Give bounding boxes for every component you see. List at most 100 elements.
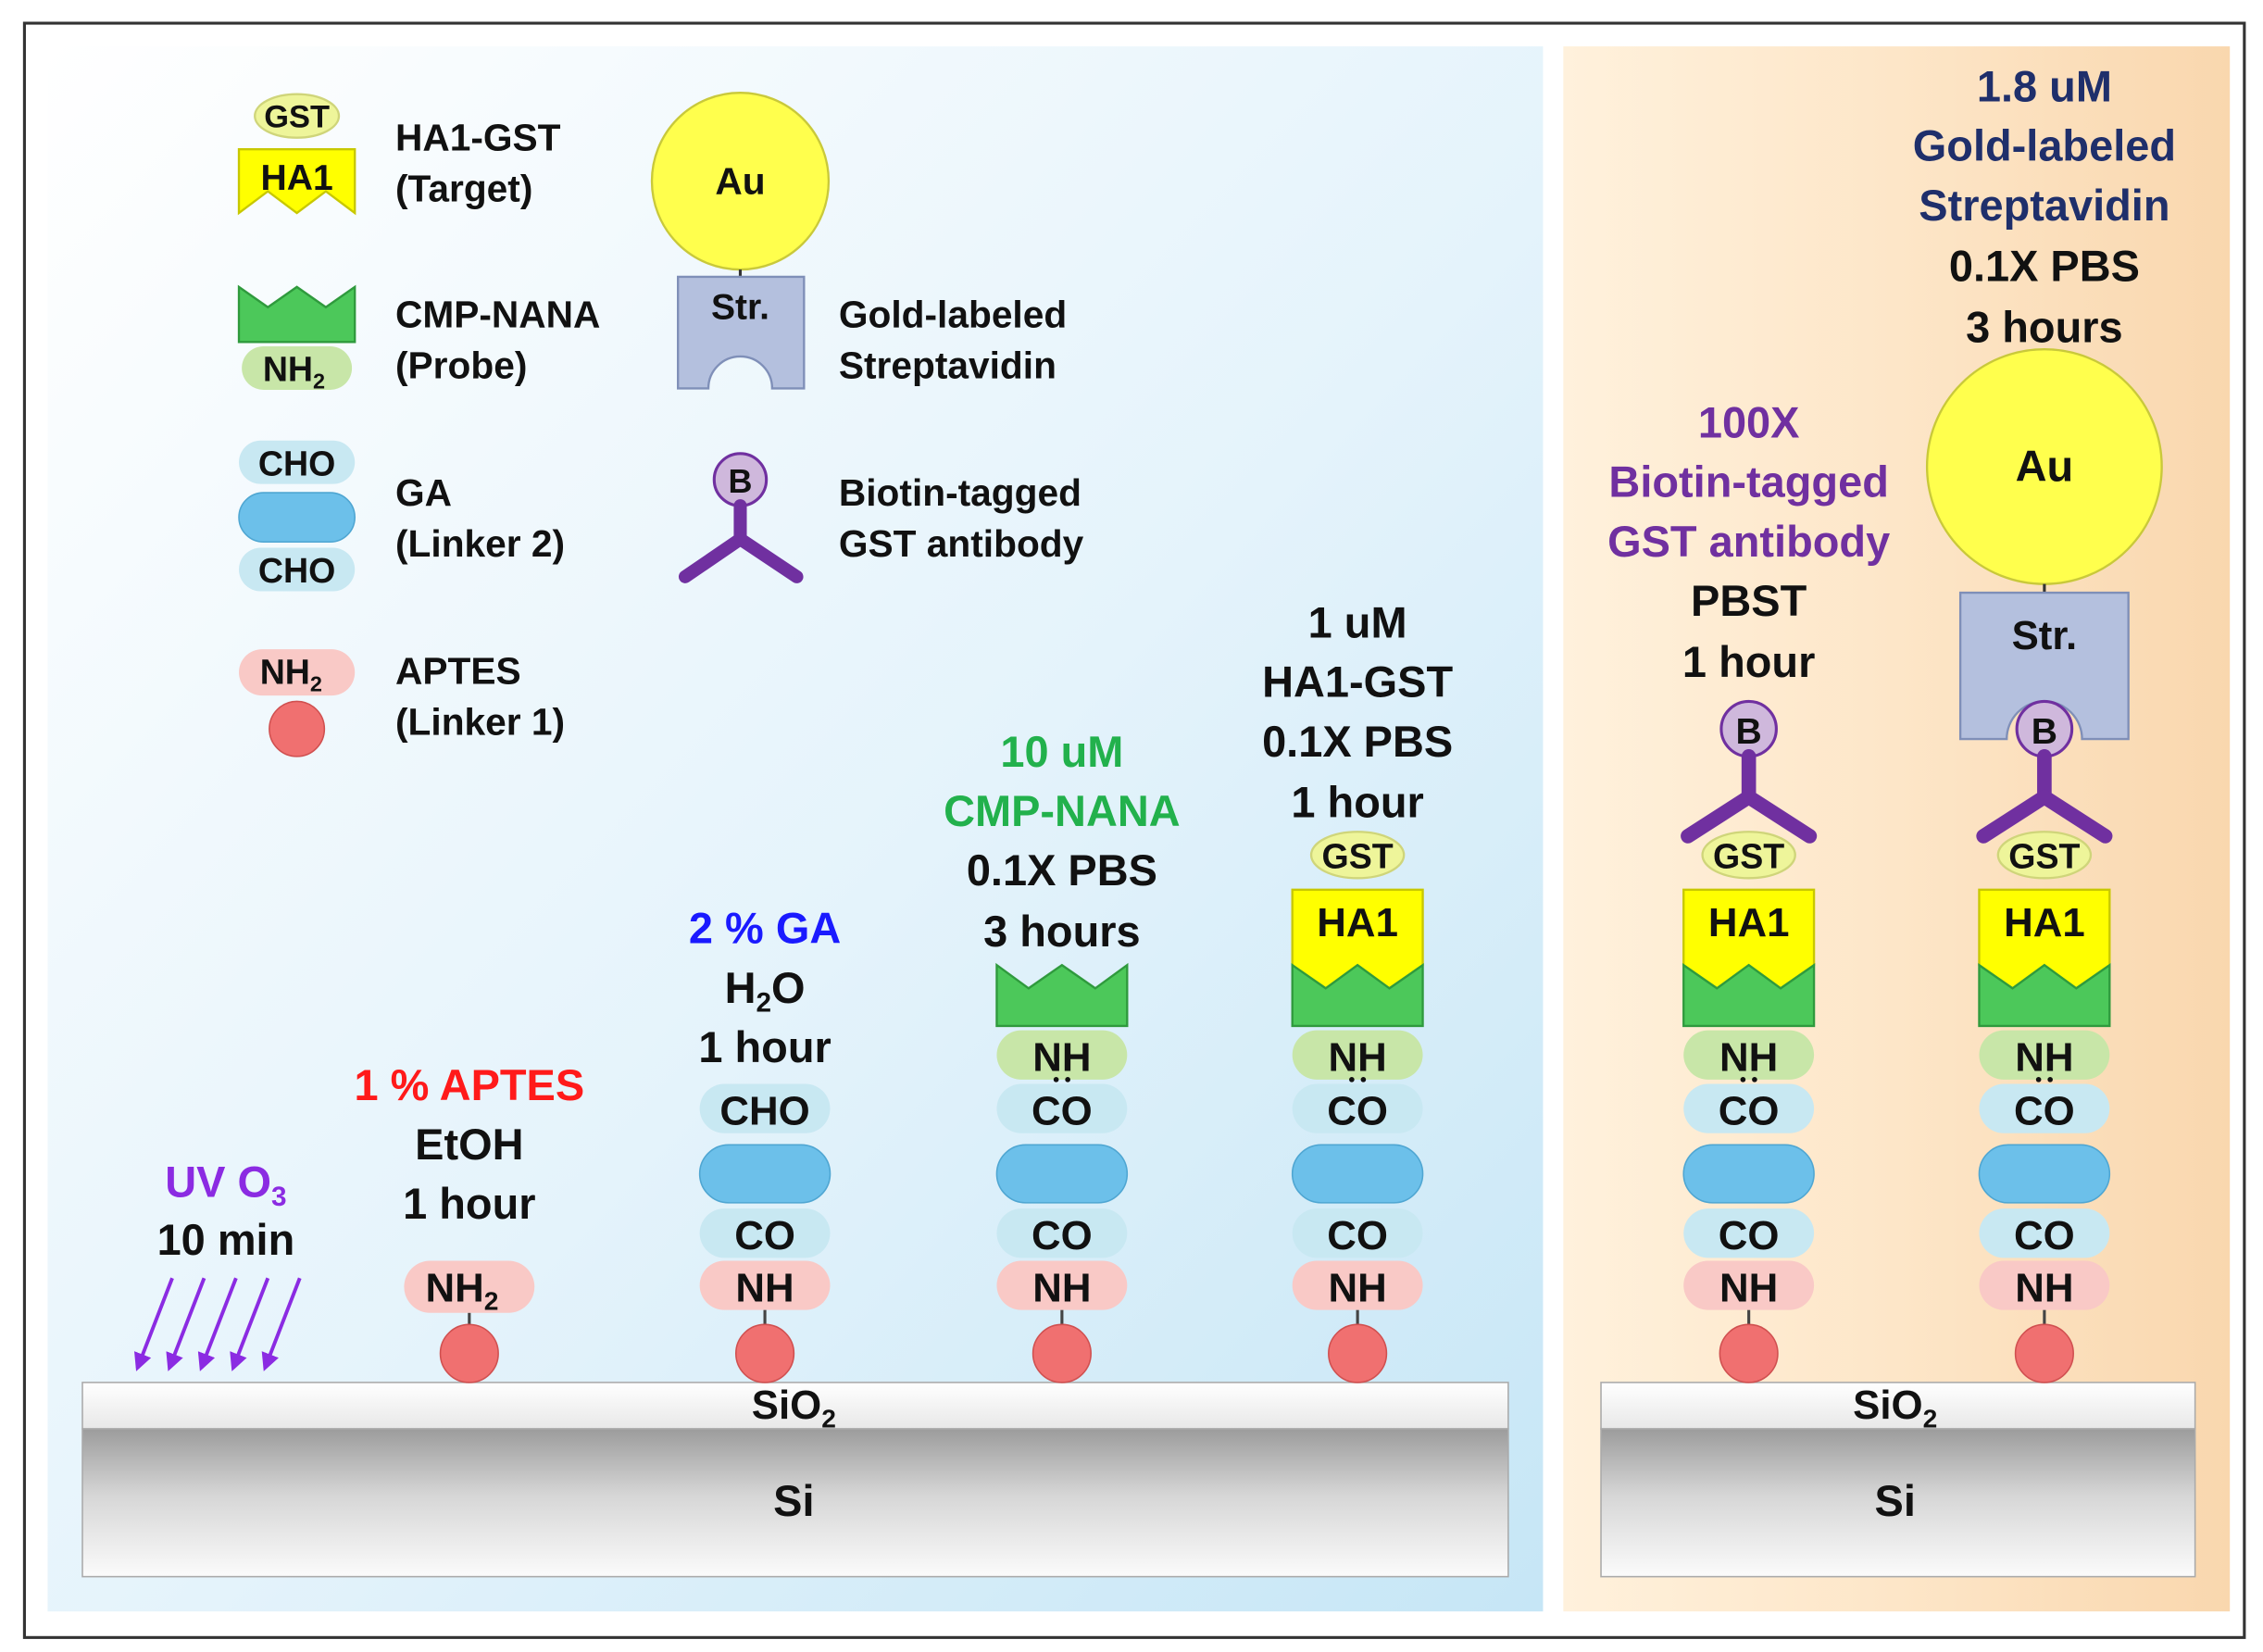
step-gold-buffer: 0.1X PBS — [1949, 243, 2140, 291]
step-ga-solvent: H2O — [725, 964, 806, 1018]
legend-aptes-role: (Linker 1) — [395, 700, 565, 743]
si-label-left: Si — [773, 1477, 814, 1525]
step-antibody-reagent: Biotin-tagged — [1608, 458, 1888, 507]
ha1-ha1-label: HA1 — [1317, 900, 1398, 945]
legend-cmp-role: (Probe) — [395, 344, 527, 386]
legend-gold-icon: Au Str. — [650, 91, 831, 390]
sio2-layer-right — [1600, 1382, 2196, 1430]
legend-hagst-role: (Target) — [395, 168, 532, 210]
step-antibody-labels: 100X Biotin-tagged GST antibody PBST 1 h… — [1607, 399, 1890, 686]
stack-ha1: GST HA1 NH CO CO NH — [1291, 831, 1424, 1383]
legend-ga-icon: CHO CHO — [238, 440, 356, 592]
gold-co-top-label: CO — [2014, 1088, 2075, 1133]
legend-ha1-label: HA1 — [260, 158, 332, 198]
stack-gold: Au Str. B GST HA1 NH CO CO NH — [1925, 347, 2163, 1383]
legend-ga-name: GA — [395, 471, 452, 514]
uv-arrows — [133, 1277, 302, 1371]
legend-ga-role: (Linker 2) — [395, 522, 565, 565]
step-cmp-time: 3 hours — [983, 907, 1141, 956]
ga-cho-label: CHO — [719, 1088, 809, 1133]
step-antibody-time: 1 hour — [1682, 638, 1815, 686]
legend-ga-cho-top: CHO — [258, 444, 335, 482]
step-gold-conc: 1.8 uM — [1977, 63, 2112, 111]
stack-antibody: B GST HA1 NH CO CO NH — [1681, 699, 1818, 1383]
antibody-gst-label: GST — [1713, 836, 1784, 875]
legend-aptes-name: APTES — [395, 650, 521, 693]
substrate-right: SiO2 Si — [1600, 1382, 2196, 1578]
legend-cmp-icon: NH2 — [237, 284, 356, 394]
step-uv: UV O3 10 min — [133, 1158, 302, 1371]
antibody-ha1-label: HA1 — [1708, 900, 1790, 945]
sio2-label-right: SiO2 — [1853, 1383, 1937, 1433]
legend-aptes-icon: NH2 — [239, 649, 356, 757]
gold-ha1-label: HA1 — [2004, 900, 2085, 945]
stack-cmp: NH CO CO NH — [995, 962, 1129, 1383]
substrate-left: SiO2 Si — [81, 1382, 1509, 1578]
antibody-co-bottom-label: CO — [1719, 1213, 1780, 1258]
step-ha1-reagent: HA1-GST — [1262, 658, 1453, 707]
step-cmp-buffer: 0.1X PBS — [967, 846, 1157, 895]
step-ga-reagent: 2 % GA — [689, 905, 841, 953]
legend-hagst-icon: GST HA1 — [237, 93, 356, 216]
step-ha1-buffer: 0.1X PBS — [1262, 718, 1453, 766]
ha1-co-bottom-label: CO — [1327, 1213, 1388, 1258]
step-cmp-reagent: CMP-NANA — [944, 787, 1181, 835]
step-antibody-buffer: PBST — [1691, 577, 1807, 625]
step-ha1-labels: 1 uM HA1-GST 0.1X PBS 1 hour — [1262, 599, 1453, 827]
antibody-co-top-label: CO — [1719, 1088, 1780, 1133]
legend-gold-name2: Streptavidin — [839, 344, 1056, 386]
sio2-label-left: SiO2 — [752, 1383, 836, 1433]
cmp-nh-bottom-label: NH — [1032, 1265, 1091, 1310]
step-cmp-conc: 10 uM — [1000, 728, 1123, 776]
step-uv-time: 10 min — [157, 1216, 295, 1264]
step-gold-reagent2: Streptavidin — [1919, 181, 2169, 230]
aptes-nh2-label: NH2 — [426, 1265, 499, 1315]
antibody-b-label: B — [1736, 712, 1762, 752]
legend-gst-label: GST — [264, 100, 330, 135]
legend-au-label: Au — [715, 160, 765, 203]
sio2-layer-left — [81, 1382, 1509, 1430]
stack-aptes: NH2 — [404, 1260, 535, 1383]
si-layer-left — [81, 1428, 1509, 1578]
gold-gst-label: GST — [2008, 836, 2080, 875]
legend-aptes-nh2: NH2 — [260, 653, 322, 696]
legend-ga-cho-bottom: CHO — [258, 551, 335, 590]
si-label-right: Si — [1875, 1477, 1916, 1525]
step-aptes-time: 1 hour — [403, 1180, 535, 1228]
ga-co-label: CO — [734, 1213, 795, 1258]
legend-str-label: Str. — [711, 287, 769, 327]
step-ga-time: 1 hour — [698, 1023, 831, 1071]
step-uv-reagent: UV O3 — [165, 1158, 286, 1212]
step-ha1-time: 1 hour — [1291, 779, 1423, 827]
gold-b-label: B — [2032, 712, 2057, 752]
cmp-nh-label: NH — [1032, 1034, 1091, 1080]
step-aptes-reagent: 1 % APTES — [354, 1061, 584, 1109]
step-aptes-labels: 1 % APTES EtOH 1 hour — [354, 1061, 584, 1228]
gold-nh-bottom-label: NH — [2015, 1265, 2073, 1310]
ha1-nh-label: NH — [1328, 1034, 1386, 1080]
step-ha1-conc: 1 uM — [1308, 599, 1407, 647]
antibody-nh-bottom-label: NH — [1719, 1265, 1778, 1310]
step-gold-labels: 1.8 uM Gold-labeled Streptavidin 0.1X PB… — [1913, 63, 2176, 352]
gold-nh-label: NH — [2015, 1034, 2073, 1080]
legend-biotin-name: Biotin-tagged — [839, 471, 1081, 514]
step-antibody-conc: 100X — [1698, 399, 1800, 447]
stack-ga: CHO CO NH — [698, 1083, 831, 1383]
si-layer-right — [1600, 1428, 2196, 1578]
step-gold-time: 3 hours — [1966, 303, 2123, 351]
legend-biotin-name2: GST antibody — [839, 522, 1084, 565]
legend-cmp-name: CMP-NANA — [395, 294, 600, 336]
ga-nh-label: NH — [735, 1265, 794, 1310]
step-aptes-solvent: EtOH — [415, 1120, 523, 1169]
legend-gold-name: Gold-labeled — [839, 294, 1067, 336]
right-panel — [1563, 46, 2231, 1612]
ha1-co-top-label: CO — [1327, 1088, 1388, 1133]
ha1-nh-bottom-label: NH — [1328, 1265, 1386, 1310]
legend-cmp-nh2: NH2 — [263, 350, 325, 394]
step-antibody-reagent2: GST antibody — [1607, 518, 1890, 566]
cmp-co-bottom-label: CO — [1031, 1213, 1093, 1258]
legend-biotin-icon: B — [678, 452, 804, 583]
gold-au-label: Au — [2016, 443, 2074, 491]
step-ga-labels: 2 % GA H2O 1 hour — [689, 905, 841, 1071]
